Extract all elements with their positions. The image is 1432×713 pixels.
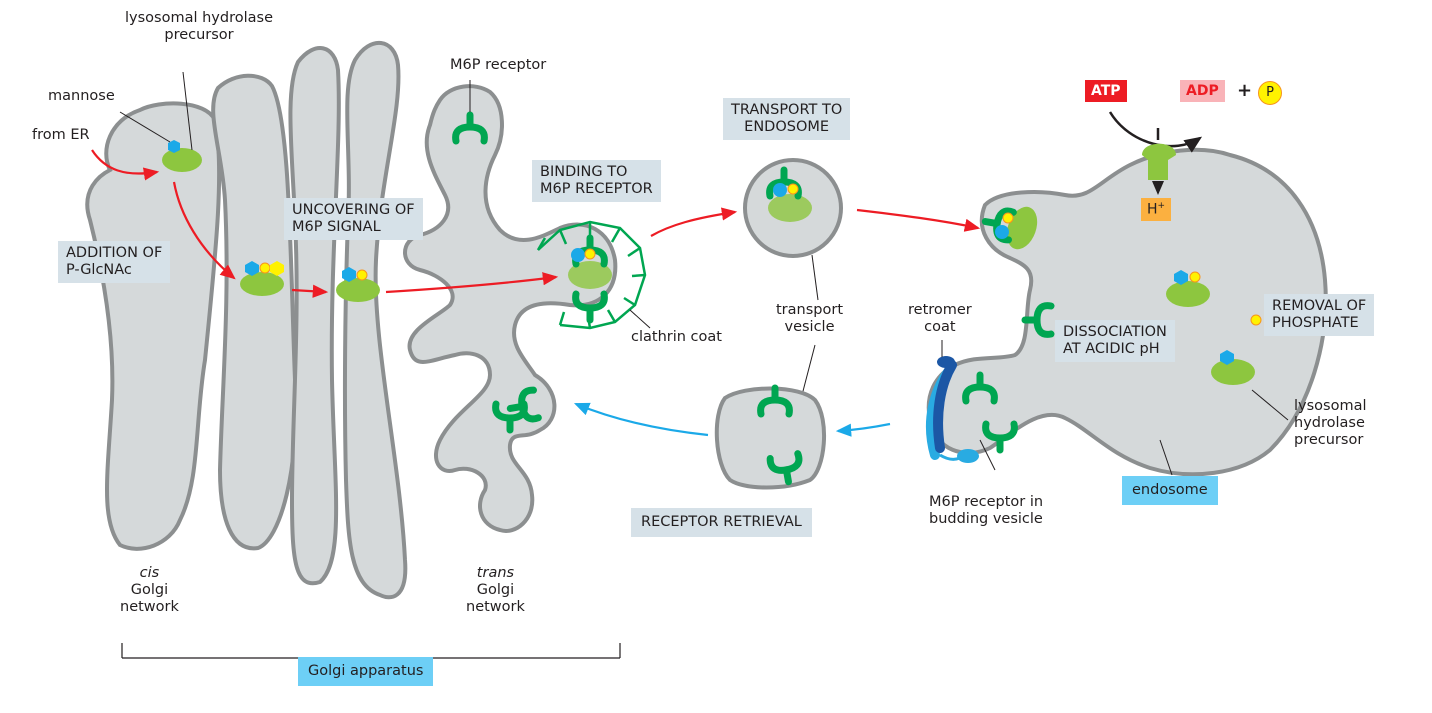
retrieval-arrows — [573, 402, 891, 437]
budding-receptor-leader — [979, 439, 996, 471]
label-hydrolase-precursor-right: lysosomal hydrolase precursor — [1294, 398, 1367, 448]
label-trans-golgi: trans Golgi network — [466, 565, 525, 615]
endosome-cargo — [966, 203, 1262, 450]
adp-label: ADP — [1180, 80, 1225, 102]
cargo-cis — [162, 140, 202, 172]
tag-endosome: endosome — [1122, 476, 1218, 505]
label-hydrolase-precursor-top: lysosomal hydrolase precursor — [125, 10, 273, 43]
clathrin-coat — [536, 220, 647, 330]
trans-golgi-cisterna — [342, 41, 408, 600]
label-from-er: from ER — [32, 127, 90, 143]
cargo-medial-2 — [336, 267, 380, 302]
label-m6p-receptor: M6P receptor — [450, 57, 547, 73]
transport-vesicle-top — [743, 158, 843, 258]
proton-pump — [1108, 111, 1203, 195]
label-cis-golgi: cis Golgi network — [120, 565, 179, 615]
label-retromer-coat: retromer coat — [908, 302, 972, 335]
medial-golgi-cisterna-2 — [288, 46, 341, 586]
cargo-medial-1 — [240, 261, 284, 296]
hydrolase-leader-right — [1251, 389, 1289, 421]
label-m6p-receptor-budding: M6P receptor in budding vesicle — [929, 494, 1044, 527]
phosphate-icon: P — [1258, 81, 1282, 105]
proton-label: H+ — [1141, 198, 1172, 221]
retrieval-vesicle — [714, 388, 827, 490]
cis-golgi-cisterna — [85, 101, 222, 551]
endosome-leader — [1159, 439, 1173, 476]
medial-golgi-cisterna-1 — [211, 73, 298, 551]
clathrin-coat-leader — [629, 309, 651, 329]
trans-golgi-network — [403, 84, 618, 533]
binding-vesicle-cargo — [568, 238, 612, 320]
golgi-bracket — [121, 643, 621, 659]
plus-sign: + — [1237, 80, 1253, 101]
step-receptor-retrieval: RECEPTOR RETRIEVAL — [631, 508, 812, 537]
label-transport-vesicle: transport vesicle — [776, 302, 843, 335]
atp-label: ATP — [1085, 80, 1127, 102]
mannose-leader — [119, 111, 171, 143]
tag-golgi-apparatus: Golgi apparatus — [298, 657, 434, 686]
label-clathrin-coat: clathrin coat — [631, 329, 722, 345]
label-mannose: mannose — [48, 88, 115, 104]
hydrolase-leader-top — [182, 71, 193, 151]
transport-vesicle-leader-bottom — [801, 344, 816, 396]
retromer-coat — [925, 356, 979, 463]
transport-vesicle-leader-top — [811, 254, 819, 301]
